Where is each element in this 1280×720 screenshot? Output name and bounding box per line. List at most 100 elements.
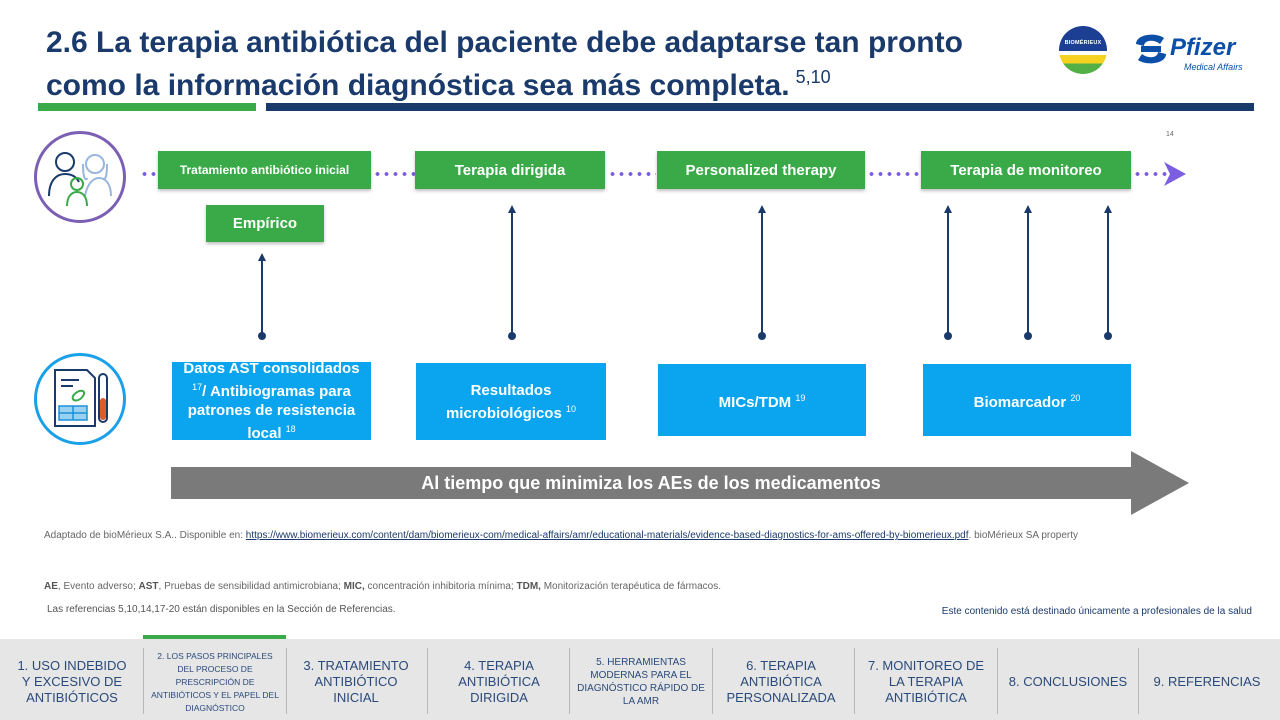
nav-separator bbox=[286, 648, 287, 714]
pfizer-logo: Pfizer Medical Affairs bbox=[1132, 28, 1252, 76]
step-initial-treatment: Tratamiento antibiótico inicial bbox=[158, 151, 371, 189]
connector-arrowhead-5 bbox=[1024, 205, 1032, 213]
source-citation: Adaptado de bioMérieux S.A.. Disponible … bbox=[44, 530, 1078, 541]
source-ast-data-text: Datos AST consolidados bbox=[183, 360, 360, 377]
pfizer-subtitle: Medical Affairs bbox=[1184, 62, 1243, 72]
timeline-dots-1 bbox=[140, 172, 160, 176]
nav-separator bbox=[997, 648, 998, 714]
nav-separator bbox=[712, 648, 713, 714]
nav-item-3-label: 3. TRATAMIENTO ANTIBIÓTICO INICIAL bbox=[303, 658, 409, 705]
nav-item-7[interactable]: 7. MONITOREO DE LA TERAPIA ANTIBIÓTICA bbox=[862, 649, 990, 715]
nav-item-9[interactable]: 9. REFERENCIAS bbox=[1144, 649, 1270, 715]
nav-separator bbox=[854, 648, 855, 714]
source-citation-link[interactable]: https://www.biomerieux.com/content/dam/b… bbox=[245, 530, 969, 541]
timeline-dots-2 bbox=[373, 172, 415, 176]
abbr-term-tdm: TDM, bbox=[516, 581, 541, 592]
source-ast-data: Datos AST consolidados 17/ Antibiogramas… bbox=[172, 360, 371, 442]
source-micro-results: Resultados microbiológicos 10 bbox=[416, 363, 606, 440]
connector-arrowhead-2 bbox=[508, 205, 516, 213]
references-note: Las referencias 5,10,14,17-20 están disp… bbox=[47, 604, 396, 615]
abbr-def-ae: , Evento adverso; bbox=[57, 581, 139, 592]
nav-item-4-label: 4. TERAPIA ANTIBIÓTICA DIRIGIDA bbox=[458, 658, 540, 705]
source-ast-data-text-2: / Antibiogramas para patrones de resiste… bbox=[187, 383, 356, 442]
connector-line-2 bbox=[511, 212, 513, 335]
page-number: 14 bbox=[1166, 131, 1174, 138]
connector-arrowhead-1 bbox=[258, 253, 266, 261]
timeline-dots-4 bbox=[867, 172, 921, 176]
nav-separator bbox=[143, 648, 144, 714]
connector-dot-1 bbox=[258, 332, 266, 340]
connector-arrowhead-3 bbox=[758, 205, 766, 213]
nav-item-8[interactable]: 8. CONCLUSIONES bbox=[1002, 649, 1134, 715]
connector-arrowhead-6 bbox=[1104, 205, 1112, 213]
title-underline-green bbox=[38, 103, 256, 111]
abbr-term-ae: AE bbox=[44, 581, 58, 592]
connector-line-1 bbox=[261, 260, 263, 335]
step-directed-therapy-label: Terapia dirigida bbox=[454, 161, 566, 179]
page-title-text: 2.6 La terapia antibiótica del paciente … bbox=[46, 26, 963, 102]
source-mics-tdm-text: MICs/TDM bbox=[718, 393, 792, 411]
connector-dot-5 bbox=[1024, 332, 1032, 340]
abbreviations: AE, Evento adverso; AST, Pruebas de sens… bbox=[44, 581, 721, 592]
connector-line-3 bbox=[761, 212, 763, 335]
source-biomarker-ref: 20 bbox=[1070, 392, 1081, 403]
pfizer-wordmark: Pfizer bbox=[1170, 34, 1236, 61]
nav-item-4[interactable]: 4. TERAPIA ANTIBIÓTICA DIRIGIDA bbox=[436, 649, 562, 715]
step-empirical-label: Empírico bbox=[232, 215, 298, 232]
pfizer-mark-icon bbox=[1136, 34, 1166, 64]
hcp-disclaimer: Este contenido está destinado únicamente… bbox=[941, 606, 1252, 617]
nav-item-1[interactable]: 1. USO INDEBIDO Y EXCESIVO DE ANTIBIÓTIC… bbox=[12, 649, 132, 715]
nav-item-8-label: 8. CONCLUSIONES bbox=[1008, 674, 1128, 689]
step-personalized-therapy-label: Personalized therapy bbox=[685, 161, 837, 179]
source-micro-results-ref: 10 bbox=[566, 403, 577, 414]
nav-item-2[interactable]: 2. LOS PASOS PRINCIPALES DEL PROCESO DE … bbox=[150, 649, 280, 715]
nav-item-7-label: 7. MONITOREO DE LA TERAPIA ANTIBIÓTICA bbox=[867, 658, 985, 705]
connector-line-6 bbox=[1107, 212, 1109, 335]
nav-item-1-label: 1. USO INDEBIDO Y EXCESIVO DE ANTIBIÓTIC… bbox=[17, 658, 127, 705]
timeline-arrowhead-icon bbox=[1164, 162, 1186, 186]
source-ast-ref-2: 18 bbox=[285, 424, 296, 434]
abbr-def-mic: concentración inhibitoria mínima; bbox=[364, 581, 517, 592]
source-mics-tdm-ref: 19 bbox=[795, 392, 806, 403]
connector-dot-3 bbox=[758, 332, 766, 340]
abbr-term-ast: AST bbox=[138, 581, 159, 592]
nav-item-5-label: 5. HERRAMIENTAS MODERNAS PARA EL DIAGNÓS… bbox=[577, 657, 705, 707]
nav-item-6-label: 6. TERAPIA ANTIBIÓTICA PERSONALIZADA bbox=[726, 658, 836, 705]
step-monitoring-therapy-label: Terapia de monitoreo bbox=[950, 161, 1102, 179]
connector-arrowhead-4 bbox=[944, 205, 952, 213]
title-underline-navy bbox=[266, 103, 1254, 111]
nav-item-9-label: 9. REFERENCIAS bbox=[1153, 674, 1261, 689]
connector-line-4 bbox=[947, 212, 949, 335]
connector-dot-4 bbox=[944, 332, 952, 340]
source-ast-ref-1: 17 bbox=[192, 382, 203, 392]
connector-dot-6 bbox=[1104, 332, 1112, 340]
section-navigation: 1. USO INDEBIDO Y EXCESIVO DE ANTIBIÓTIC… bbox=[0, 639, 1280, 720]
abbr-term-mic: MIC, bbox=[343, 581, 365, 592]
nav-item-2-label: 2. LOS PASOS PRINCIPALES DEL PROCESO DE … bbox=[151, 650, 279, 713]
nav-item-6[interactable]: 6. TERAPIA ANTIBIÓTICA PERSONALIZADA bbox=[718, 649, 844, 715]
step-initial-treatment-label: Tratamiento antibiótico inicial bbox=[179, 163, 350, 177]
step-personalized-therapy: Personalized therapy bbox=[657, 151, 865, 189]
source-biomarker-text: Biomarcador bbox=[973, 393, 1067, 411]
page-title: 2.6 La terapia antibiótica del paciente … bbox=[46, 26, 1046, 103]
timeline-dots-5 bbox=[1133, 172, 1171, 176]
nav-item-5[interactable]: 5. HERRAMIENTAS MODERNAS PARA EL DIAGNÓS… bbox=[574, 649, 708, 715]
source-citation-suffix: . bioMérieux SA property bbox=[968, 530, 1079, 541]
abbr-def-ast: , Pruebas de sensibilidad antimicrobiana… bbox=[158, 581, 344, 592]
timeline-dots-3 bbox=[608, 172, 656, 176]
nav-separator bbox=[1138, 648, 1139, 714]
source-mics-tdm: MICs/TDM 19 bbox=[658, 364, 866, 436]
nav-separator bbox=[427, 648, 428, 714]
step-empirical: Empírico bbox=[206, 205, 324, 242]
nav-separator bbox=[569, 648, 570, 714]
step-monitoring-therapy: Terapia de monitoreo bbox=[921, 151, 1131, 189]
ae-minimize-arrow bbox=[171, 451, 1189, 515]
connector-dot-2 bbox=[508, 332, 516, 340]
source-biomarker: Biomarcador 20 bbox=[923, 364, 1131, 436]
biomerieux-logo-text: BIOMÉRIEUX bbox=[1064, 40, 1102, 46]
patient-people-icon bbox=[34, 131, 126, 223]
nav-item-3[interactable]: 3. TRATAMIENTO ANTIBIÓTICO INICIAL bbox=[292, 649, 420, 715]
step-directed-therapy: Terapia dirigida bbox=[415, 151, 605, 189]
biomerieux-logo: BIOMÉRIEUX bbox=[1059, 26, 1107, 74]
abbr-def-tdm: Monitorización terapéutica de fármacos. bbox=[540, 581, 722, 592]
